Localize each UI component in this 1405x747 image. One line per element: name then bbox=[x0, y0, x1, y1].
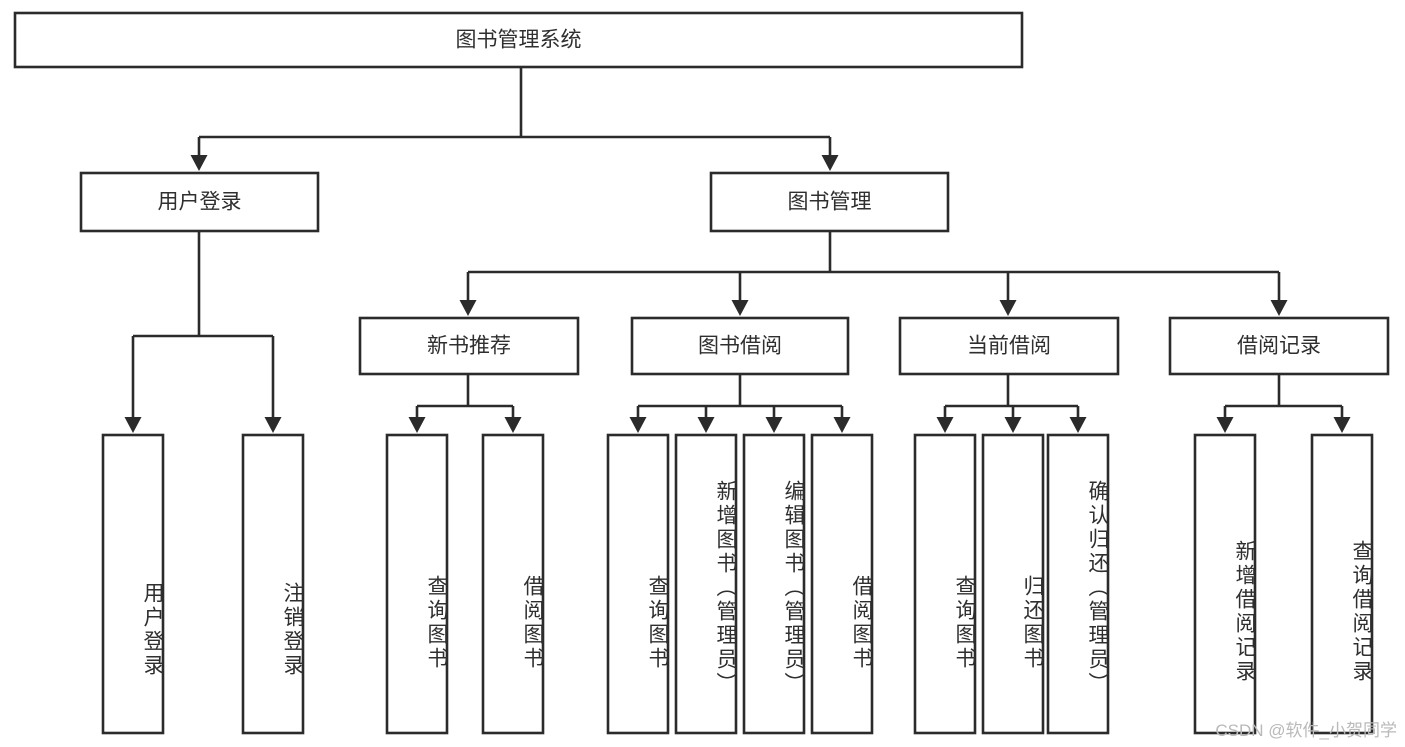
arrow-head-icon bbox=[936, 417, 954, 433]
arrow-head-icon bbox=[1333, 417, 1351, 433]
node-box-level3[interactable] bbox=[898, 316, 1120, 376]
node-box-leaf[interactable] bbox=[1046, 433, 1110, 735]
node-box-leaf[interactable] bbox=[913, 433, 977, 735]
arrow-head-icon bbox=[629, 417, 647, 433]
arrow-head-icon bbox=[999, 300, 1017, 316]
node-boxes-layer bbox=[13, 11, 1390, 735]
node-label: 图书借阅 bbox=[698, 335, 782, 358]
arrow-head-icon bbox=[731, 300, 749, 316]
arrow-head-icon bbox=[1004, 417, 1022, 433]
node-box-leaf[interactable] bbox=[981, 433, 1045, 735]
arrow-head-icon bbox=[190, 155, 208, 171]
node-label: 借阅记录 bbox=[1237, 335, 1321, 358]
arrow-head-icon bbox=[1270, 300, 1288, 316]
node-box-leaf[interactable] bbox=[674, 433, 738, 735]
arrow-head-icon bbox=[459, 300, 477, 316]
arrow-head-icon bbox=[124, 417, 142, 433]
node-label: 用户登录 bbox=[158, 191, 242, 214]
node-box-level3[interactable] bbox=[1168, 316, 1390, 376]
node-box-level3[interactable] bbox=[358, 316, 580, 376]
node-box-leaf[interactable] bbox=[810, 433, 874, 735]
node-box-leaf[interactable] bbox=[1310, 433, 1374, 735]
node-box-leaf[interactable] bbox=[101, 433, 165, 735]
node-label: 当前借阅 bbox=[967, 335, 1051, 358]
node-box-leaf[interactable] bbox=[742, 433, 806, 735]
node-box-level3[interactable] bbox=[630, 316, 850, 376]
node-box-leaf[interactable] bbox=[481, 433, 545, 735]
node-label: 新书推荐 bbox=[427, 335, 511, 358]
node-box-leaf[interactable] bbox=[241, 433, 305, 735]
arrow-head-icon bbox=[765, 417, 783, 433]
arrow-head-icon bbox=[408, 417, 426, 433]
arrow-head-icon bbox=[504, 417, 522, 433]
node-box-level2[interactable] bbox=[709, 171, 950, 233]
node-label: 图书管理系统 bbox=[456, 29, 582, 52]
arrow-head-icon bbox=[697, 417, 715, 433]
node-label: 图书管理 bbox=[788, 191, 872, 214]
arrow-head-icon bbox=[1069, 417, 1087, 433]
csdn-watermark: CSDN @软件_小贺同学 bbox=[1215, 721, 1397, 740]
arrow-head-icon bbox=[264, 417, 282, 433]
connectors-layer bbox=[124, 67, 1351, 433]
node-box-level2[interactable] bbox=[79, 171, 320, 233]
arrow-head-icon bbox=[833, 417, 851, 433]
node-box-leaf[interactable] bbox=[385, 433, 449, 735]
node-box-leaf[interactable] bbox=[1193, 433, 1257, 735]
arrow-head-icon bbox=[821, 155, 839, 171]
arrow-head-icon bbox=[1216, 417, 1234, 433]
node-box-root[interactable] bbox=[13, 11, 1024, 69]
node-box-leaf[interactable] bbox=[606, 433, 670, 735]
